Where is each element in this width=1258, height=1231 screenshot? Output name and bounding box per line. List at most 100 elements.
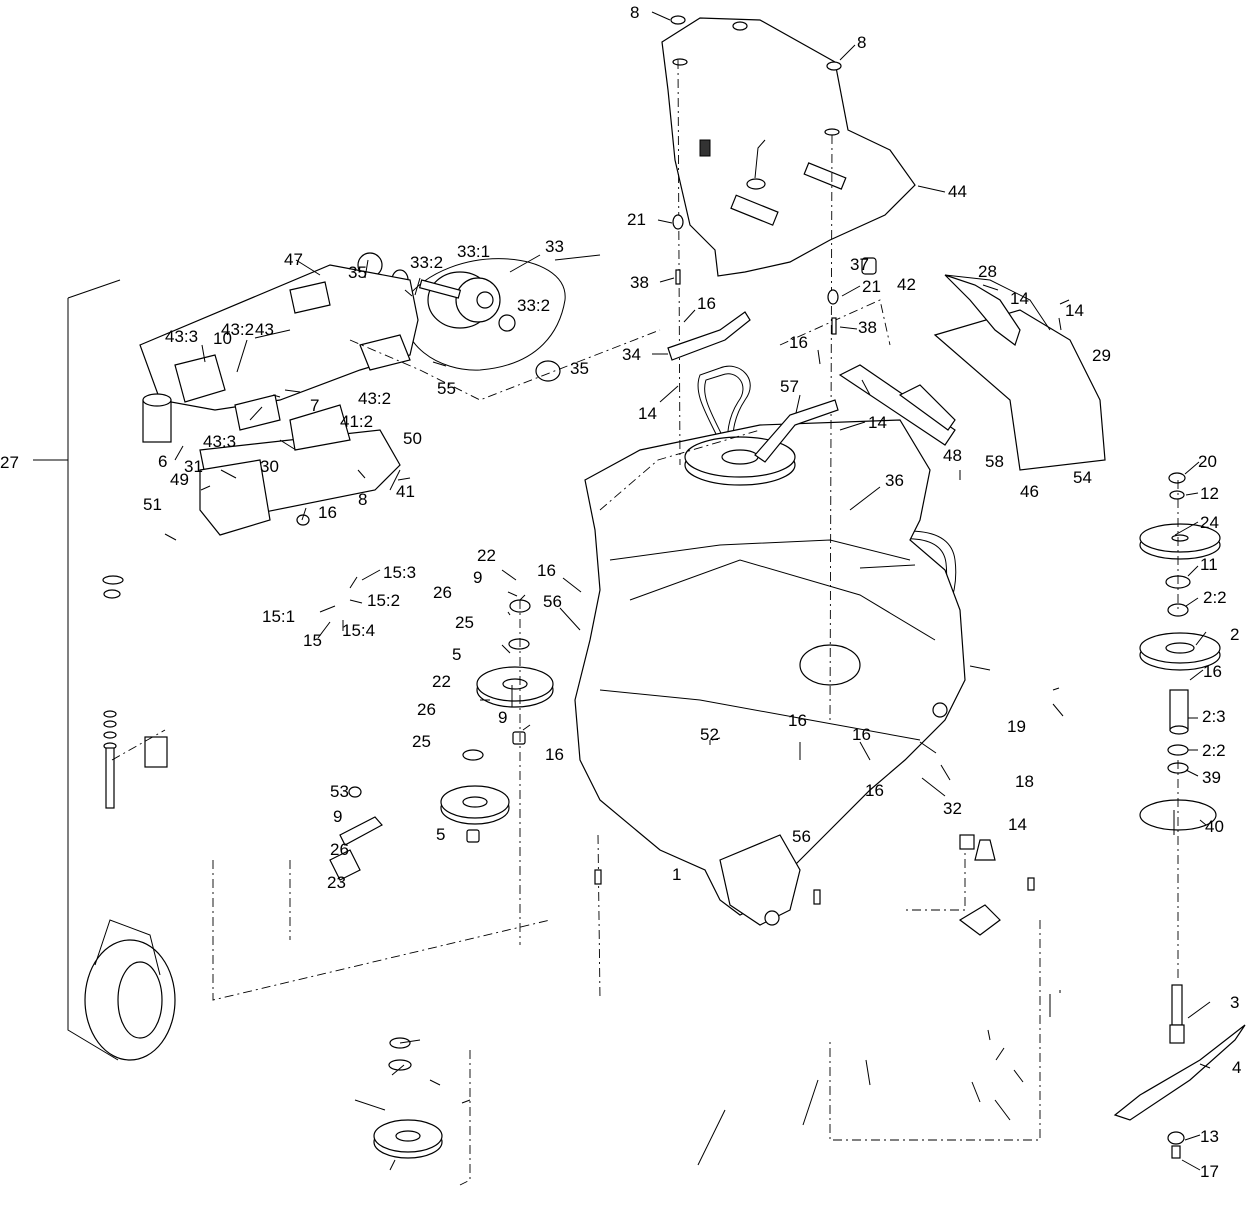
callout-15-3: 15:3 — [383, 563, 416, 582]
callout-51: 51 — [143, 495, 162, 514]
callout-15-4: 15:4 — [342, 621, 375, 640]
callout-2-3: 2:3 — [1202, 707, 1226, 726]
idler-pulley-stack — [373, 599, 554, 1159]
callout-56: 56 — [792, 827, 811, 846]
callout-16: 16 — [789, 333, 808, 352]
tension-spring-42 — [838, 257, 956, 446]
callout-16: 16 — [865, 781, 884, 800]
callout-43-2: 43:2 — [358, 389, 391, 408]
callout-33-1: 33:1 — [457, 242, 490, 261]
callout-16: 16 — [697, 294, 716, 313]
callout-38: 38 — [630, 273, 649, 292]
callout-58: 58 — [985, 452, 1004, 471]
callout-16: 16 — [1203, 662, 1222, 681]
callout-16: 16 — [788, 711, 807, 730]
callout-47: 47 — [284, 250, 303, 269]
callout-22: 22 — [432, 672, 451, 691]
callout-50: 50 — [403, 429, 422, 448]
callout-38: 38 — [858, 318, 877, 337]
spindle-assembly-2 — [1139, 472, 1221, 835]
callout-20: 20 — [1198, 452, 1217, 471]
callout-14: 14 — [1065, 301, 1084, 320]
callout-15: 15 — [303, 631, 322, 650]
callout-21: 21 — [627, 210, 646, 229]
callout-34: 34 — [622, 345, 641, 364]
caster-wheel-27 — [67, 279, 176, 1061]
callout-6: 6 — [158, 452, 167, 471]
caster-frame-43-41 — [139, 264, 419, 536]
callout-2: 2 — [1230, 625, 1239, 644]
callout-22: 22 — [477, 546, 496, 565]
callout-8: 8 — [857, 33, 866, 52]
callout-4: 4 — [1232, 1058, 1241, 1077]
callout-16: 16 — [318, 503, 337, 522]
callout-16: 16 — [545, 745, 564, 764]
callout-55: 55 — [437, 379, 456, 398]
callout-26: 26 — [433, 583, 452, 602]
callout-2-2: 2:2 — [1202, 741, 1226, 760]
callout-28: 28 — [978, 262, 997, 281]
callout-33-2: 33:2 — [410, 253, 443, 272]
callout-26: 26 — [417, 700, 436, 719]
callout-35: 35 — [348, 263, 367, 282]
callout-29: 29 — [1092, 346, 1111, 365]
callout-41-2: 41:2 — [340, 412, 373, 431]
callout-5: 5 — [436, 825, 445, 844]
callout-43-2: 43:2 — [221, 320, 254, 339]
callout-11: 11 — [1200, 555, 1218, 574]
callout-9: 9 — [498, 708, 507, 727]
callout-5: 5 — [452, 645, 461, 664]
callout-15-1: 15:1 — [262, 607, 295, 626]
callout-17: 17 — [1200, 1162, 1219, 1181]
callout-52: 52 — [700, 725, 719, 744]
callout-42: 42 — [897, 275, 916, 294]
callout-35: 35 — [570, 359, 589, 378]
callout-30: 30 — [260, 457, 279, 476]
callout-33-2: 33:2 — [517, 296, 550, 315]
callout-43-3: 43:3 — [165, 327, 198, 346]
callout-36: 36 — [885, 471, 904, 490]
callout-14: 14 — [1008, 815, 1027, 834]
callout-25: 25 — [455, 613, 474, 632]
callout-14: 14 — [868, 413, 887, 432]
callout-46: 46 — [1020, 482, 1039, 501]
belt-cover-44 — [661, 17, 916, 277]
callout-7: 7 — [310, 396, 319, 415]
callout-25: 25 — [412, 732, 431, 751]
callout-10: 10 — [213, 329, 232, 348]
callout-21: 21 — [862, 277, 881, 296]
callout-57: 57 — [780, 377, 799, 396]
callout-16: 16 — [852, 725, 871, 744]
hardware-fasteners — [329, 15, 1035, 936]
callout-14: 14 — [1010, 289, 1029, 308]
callout-27: 27 — [0, 453, 19, 472]
callout-37: 37 — [850, 255, 869, 274]
callout-26: 26 — [330, 840, 349, 859]
callout-leaders — [33, 11, 1211, 1171]
callout-33: 33 — [545, 237, 564, 256]
callout-16: 16 — [537, 561, 556, 580]
callout-56: 56 — [543, 592, 562, 611]
assembly-guide-lines — [111, 59, 1179, 1186]
side-shield-29 — [933, 274, 1106, 471]
callout-19: 19 — [1007, 717, 1026, 736]
callout-23: 23 — [327, 873, 346, 892]
callout-44: 44 — [948, 182, 967, 201]
callout-54: 54 — [1073, 468, 1092, 487]
callout-41: 41 — [396, 482, 415, 501]
callout-labels: 8 8 44 21 38 21 16 38 34 16 57 14 14 36 … — [0, 3, 1241, 1181]
callout-32: 32 — [943, 799, 962, 818]
callout-1: 1 — [672, 865, 681, 884]
callout-8: 8 — [358, 490, 367, 509]
callout-24: 24 — [1200, 513, 1219, 532]
callout-9: 9 — [473, 568, 482, 587]
callout-12: 12 — [1200, 484, 1219, 503]
callout-13: 13 — [1200, 1127, 1219, 1146]
caster-wheel-33 — [357, 252, 566, 382]
callout-18: 18 — [1015, 772, 1034, 791]
callout-53: 53 — [330, 782, 349, 801]
callout-31: 31 — [184, 457, 203, 476]
callout-43: 43 — [255, 320, 274, 339]
callout-8: 8 — [630, 3, 639, 22]
